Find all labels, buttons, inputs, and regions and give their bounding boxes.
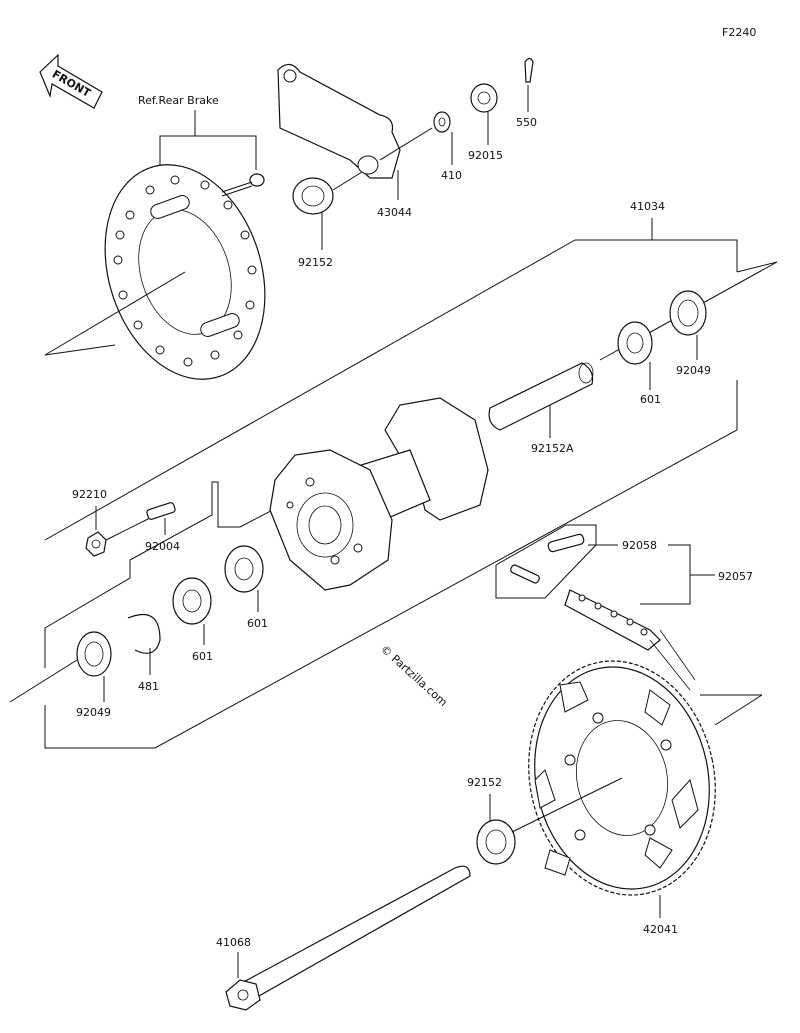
drive-chain-92057 <box>564 589 696 691</box>
label-92210: 92210 <box>72 488 107 501</box>
label-92057: 92057 <box>718 570 753 583</box>
spacer-92152a <box>488 362 594 431</box>
caliper-bracket <box>277 63 401 200</box>
master-link-92058 <box>510 533 585 584</box>
label-41068: 41068 <box>216 936 251 949</box>
bearing-601-left <box>172 577 212 625</box>
circlip-481 <box>127 613 161 654</box>
nut-92210 <box>85 531 107 557</box>
collar-92152-bottom <box>476 819 516 865</box>
label-41034: 41034 <box>630 200 665 213</box>
collar-92152-top <box>292 177 334 215</box>
cotter-pin-550 <box>524 57 534 83</box>
diagram-code: F2240 <box>722 26 756 39</box>
label-92152-top: 92152 <box>298 256 333 269</box>
reference-label: Ref.Rear Brake <box>138 94 219 107</box>
bearing-601-mid <box>224 545 264 593</box>
wheel-hub <box>269 397 489 591</box>
label-601-right: 601 <box>640 393 661 406</box>
label-410: 410 <box>441 169 462 182</box>
label-92152a: 92152A <box>531 442 574 455</box>
stud-92004 <box>146 502 176 520</box>
bearing-601-right <box>617 321 653 365</box>
axle-41068 <box>225 865 471 1011</box>
label-92152-bottom: 92152 <box>467 776 502 789</box>
label-550: 550 <box>516 116 537 129</box>
label-481: 481 <box>138 680 159 693</box>
brake-disc-bolt <box>221 173 265 197</box>
oil-seal-92049-left <box>76 631 112 677</box>
label-92049-right: 92049 <box>676 364 711 377</box>
watermark: © Partzilla.com <box>378 643 450 709</box>
washer-410 <box>433 111 451 133</box>
label-92049-left: 92049 <box>76 706 111 719</box>
label-42041: 42041 <box>643 923 678 936</box>
oil-seal-92049-right <box>669 290 707 336</box>
label-92058: 92058 <box>622 539 657 552</box>
front-arrow-icon: FRONT <box>39 53 103 109</box>
label-601-left: 601 <box>192 650 213 663</box>
label-92015: 92015 <box>468 149 503 162</box>
label-601-mid: 601 <box>247 617 268 630</box>
label-43044: 43044 <box>377 206 412 219</box>
label-92004: 92004 <box>145 540 180 553</box>
nut-92015 <box>470 83 498 113</box>
